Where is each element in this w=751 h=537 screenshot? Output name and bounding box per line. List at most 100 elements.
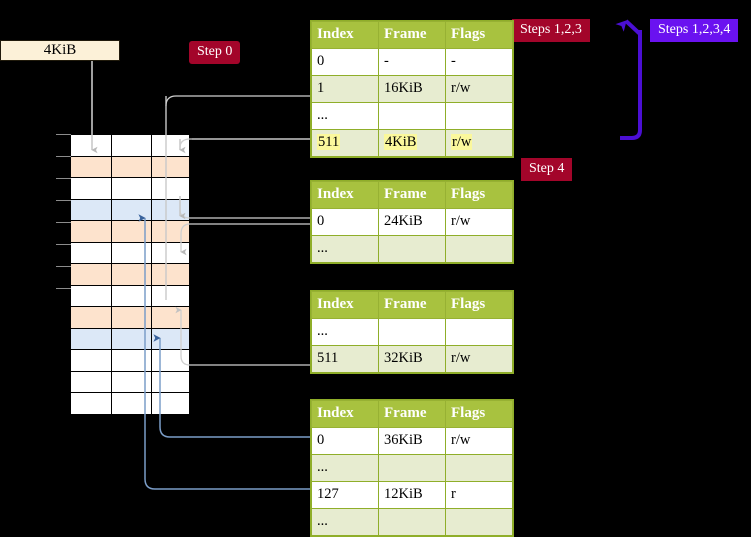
table-cell	[378, 102, 446, 130]
table-cell	[378, 235, 446, 263]
steps-123-tag: Steps 1,2,3	[512, 19, 590, 42]
connector-elbow-row2	[179, 138, 310, 149]
table-cell: 24KiB	[378, 208, 446, 236]
column-header-flags: Flags	[445, 21, 513, 49]
table-cell	[445, 454, 513, 482]
column-header-index: Index	[311, 181, 379, 209]
table-cell	[445, 235, 513, 263]
table-cell	[378, 318, 446, 346]
memory-frame-white	[71, 285, 189, 308]
memory-tick	[56, 178, 71, 179]
connector-pd-entry-to-memory	[175, 306, 310, 366]
table-cell	[378, 454, 446, 482]
table-cell	[445, 102, 513, 130]
memory-frame-orange	[71, 221, 189, 243]
table-row: 511 4KiB r/w	[311, 129, 513, 157]
table-cell: -	[445, 48, 513, 76]
steps-1234-bracket-arrow	[620, 30, 642, 140]
column-header-flags: Flags	[445, 400, 513, 428]
memory-frame-orange	[71, 264, 189, 286]
connector-pdpt-second	[180, 223, 310, 256]
table-cell: 0	[311, 48, 379, 76]
memory-tick	[56, 244, 71, 245]
table-cell: 0	[311, 208, 379, 236]
memory-frame-white	[71, 393, 189, 415]
column-header-index: Index	[311, 291, 379, 319]
steps-1234-label: Steps 1,2,3,4	[658, 22, 731, 37]
size-box-label: 4KiB	[43, 42, 77, 58]
memory-tick	[56, 134, 71, 135]
step-0-label: Step 0	[197, 44, 233, 59]
highlighted-value: 4KiB	[384, 134, 418, 151]
table-cell: 16KiB	[378, 75, 446, 103]
memory-frame-blue	[71, 199, 189, 222]
column-header-frame: Frame	[378, 181, 446, 209]
column-header-index: Index	[311, 21, 379, 49]
memory-frame-white	[71, 242, 189, 265]
table-row: ...	[311, 318, 513, 346]
table-cell: r	[445, 481, 513, 509]
physical-memory-strip	[70, 134, 190, 416]
step-0-tag: Step 0	[189, 41, 241, 64]
column-header-frame: Frame	[378, 291, 446, 319]
table-cell: ...	[311, 454, 379, 482]
table-cell: 4KiB	[378, 129, 446, 157]
table-row: ...	[311, 102, 513, 130]
column-header-frame: Frame	[378, 400, 446, 428]
table-cell	[445, 508, 513, 536]
table-row: ...	[311, 454, 513, 482]
memory-tick	[56, 266, 71, 267]
memory-tick	[56, 288, 71, 289]
memory-frame-white	[71, 350, 189, 372]
size-box-4kib: 4KiB	[0, 40, 120, 61]
table-cell: r/w	[445, 129, 513, 157]
highlighted-value: 511	[317, 134, 341, 151]
table-cell: r/w	[445, 427, 513, 455]
steps-123-label: Steps 1,2,3	[520, 22, 582, 37]
table-cell: ...	[311, 508, 379, 536]
memory-tick	[56, 156, 71, 157]
memory-frame-orange	[71, 307, 189, 329]
memory-frame-white	[71, 371, 189, 394]
table-cell: 36KiB	[378, 427, 446, 455]
step-4-label: Step 4	[529, 161, 565, 176]
column-header-index: Index	[311, 400, 379, 428]
memory-tick	[56, 200, 71, 201]
table-cell: 127	[311, 481, 379, 509]
table-cell: ...	[311, 318, 379, 346]
table-cell: 511	[311, 345, 379, 373]
memory-column-divider	[151, 135, 152, 415]
memory-frame-white	[71, 135, 189, 157]
table-cell: 511	[311, 129, 379, 157]
step-4-tag: Step 4	[521, 158, 573, 181]
memory-frame-blue	[71, 328, 189, 351]
highlighted-value: r/w	[451, 134, 473, 151]
connector-pdpt-entry-to-memory	[179, 209, 310, 219]
steps-1234-arrowhead-line	[615, 19, 642, 36]
column-header-frame: Frame	[378, 21, 446, 49]
table-cell: 1	[311, 75, 379, 103]
table-cell	[378, 508, 446, 536]
memory-frame-orange	[71, 156, 189, 179]
table-row: ...	[311, 235, 513, 263]
column-header-flags: Flags	[445, 291, 513, 319]
table-cell	[445, 318, 513, 346]
table-cell: ...	[311, 235, 379, 263]
connector-pml4-row-line	[165, 95, 310, 107]
column-header-flags: Flags	[445, 181, 513, 209]
table-cell: r/w	[445, 345, 513, 373]
